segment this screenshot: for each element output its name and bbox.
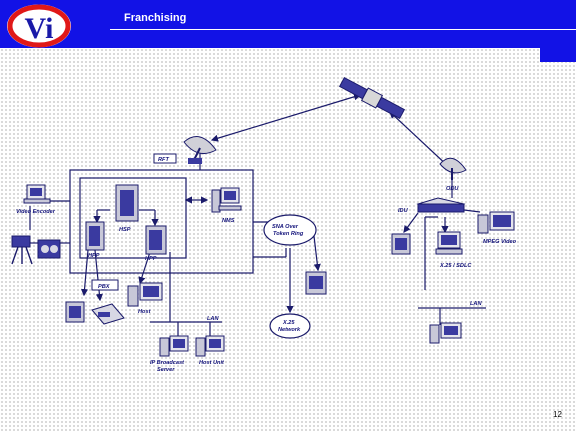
x25-network-label-1: X.25 <box>282 320 295 326</box>
slide-header: Vi Franchising <box>0 0 576 62</box>
link-sat-rft <box>210 93 362 142</box>
satellite-icon <box>338 76 406 120</box>
ip-broadcast-label-1: IP Broadcast <box>150 360 185 366</box>
pbx-label-box <box>91 279 119 291</box>
token-ring-label: Token Ring <box>273 231 304 237</box>
sna-terminal-icon <box>305 271 327 295</box>
rft-label-box <box>153 153 177 164</box>
network-diagram: RFT HSP HPP HPP Video Encoder NMS <box>11 76 517 373</box>
lan-workstation-icon <box>429 322 462 344</box>
video-camera-icon <box>11 235 33 265</box>
host-computer-icon <box>127 282 163 307</box>
sna-token-ring-cloud <box>263 214 317 246</box>
host-unit-icon <box>195 335 225 357</box>
host-label: Host <box>138 309 152 315</box>
hpp-unit-icon-2 <box>145 225 167 255</box>
fax-machine-icon <box>91 303 125 325</box>
ip-broadcast-label-2: Server <box>157 367 175 373</box>
idu-label: IDU <box>398 208 409 214</box>
mpeg-video-label: MPEG Video <box>483 239 517 245</box>
hpp-unit-icon-1 <box>85 221 105 251</box>
hsp-label: HSP <box>119 227 131 233</box>
odu-dish-icon <box>439 157 467 180</box>
slide-title: Franchising <box>124 12 187 24</box>
page-number: 12 <box>553 410 562 419</box>
header-rule <box>110 29 576 30</box>
rft-dish-icon <box>183 136 217 164</box>
x25-sdlc-terminal-icon <box>435 231 463 255</box>
header-tab <box>540 48 576 62</box>
host-unit-label: Host Unit <box>199 360 225 366</box>
vi-logo: Vi <box>7 4 71 48</box>
link-sat-odu <box>389 111 451 169</box>
x25-network-label-2: Network <box>278 327 301 333</box>
telephone-icon-2 <box>391 233 411 255</box>
nms-computer-icon <box>211 187 242 213</box>
logo-text: Vi <box>25 12 54 45</box>
hpp-label-2: HPP <box>145 256 157 262</box>
odu-label: ODU <box>446 186 459 192</box>
lan2-label: LAN <box>470 301 482 307</box>
x25-network-cloud <box>269 313 311 339</box>
sna-label: SNA Over <box>272 224 299 230</box>
header-bar <box>0 0 576 48</box>
media-player-icon <box>37 239 61 259</box>
nms-label: NMS <box>222 218 235 224</box>
pbx-label: PBX <box>98 284 111 290</box>
idu-unit-icon <box>416 197 466 213</box>
telephone-icon-1 <box>65 301 85 323</box>
video-encoder-icon <box>23 184 51 204</box>
x25-sdlc-label: X.25 / SDLC <box>439 263 472 269</box>
rft-label: RFT <box>158 157 169 163</box>
ip-broadcast-server-icon <box>159 335 189 357</box>
hpp-label-1: HPP <box>88 253 100 259</box>
mpeg-video-icon <box>477 211 515 234</box>
hsp-server-icon <box>115 184 139 222</box>
hsp-inner-box <box>79 177 187 259</box>
lan1-label: LAN <box>207 316 219 322</box>
video-encoder-label: Video Encoder <box>16 209 56 215</box>
